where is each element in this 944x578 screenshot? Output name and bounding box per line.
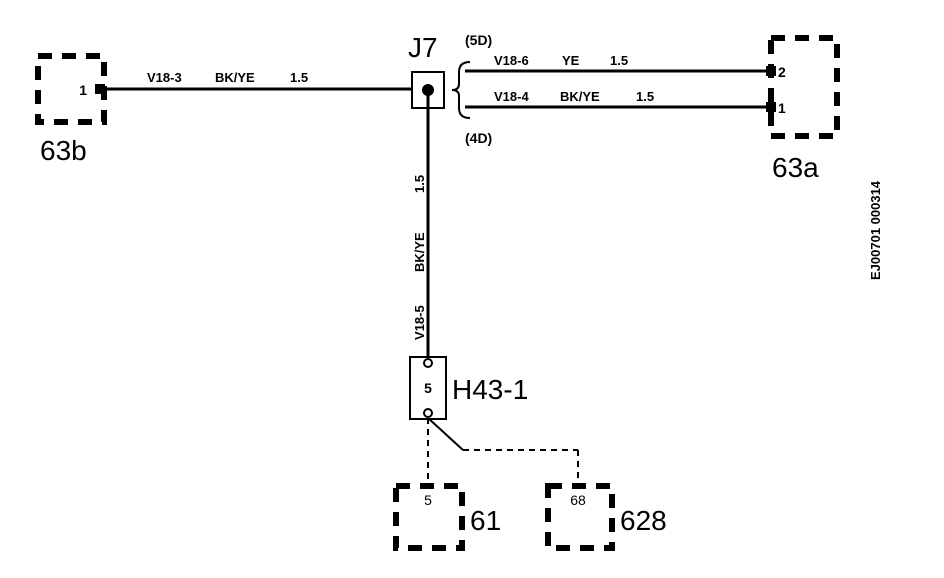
wire-v18-4-size: 1.5 — [636, 89, 654, 104]
connector-63a-terminal-2 — [766, 66, 776, 76]
splice-j7-brace — [451, 61, 471, 119]
connector-61-pin: 5 — [424, 492, 432, 508]
connector-63b-label: 63b — [40, 135, 87, 166]
connector-628-box — [545, 483, 615, 551]
connector-628-label: 628 — [620, 505, 667, 536]
wire-v18-3: V18-3 BK/YE 1.5 — [104, 70, 412, 91]
branch-diagonal — [427, 417, 464, 451]
wire-v18-5-id: V18-5 — [412, 305, 427, 340]
connector-63a-pin-2: 2 — [778, 64, 786, 80]
connector-h43-1-label: H43-1 — [452, 374, 528, 405]
wire-v18-6-size: 1.5 — [610, 53, 628, 68]
connector-63a: 2 1 63a — [766, 35, 840, 183]
wire-v18-3-id: V18-3 — [147, 70, 182, 85]
wire-v18-6-id: V18-6 — [494, 53, 529, 68]
splice-j7-note-5d: (5D) — [465, 32, 492, 48]
connector-63b-box — [35, 53, 107, 125]
splice-j7-note-4d: (4D) — [465, 130, 492, 146]
connector-h43-1-terminal-bottom — [423, 408, 433, 418]
connector-61-box — [393, 483, 465, 551]
wire-v18-4-color: BK/YE — [560, 89, 600, 104]
wire-v18-6: V18-6 YE 1.5 — [465, 53, 770, 73]
connector-63a-terminal-1 — [766, 102, 776, 112]
wire-v18-3-color: BK/YE — [215, 70, 255, 85]
connector-h43-1-terminal-top — [423, 358, 433, 368]
wire-v18-4-id: V18-4 — [494, 89, 529, 104]
wire-v18-3-size: 1.5 — [290, 70, 308, 85]
connector-63b-pin: 1 — [79, 82, 87, 98]
wire-v18-5-color: BK/YE — [412, 232, 427, 272]
connector-63a-label: 63a — [772, 152, 819, 183]
connector-h43-1: 5 H43-1 — [409, 356, 528, 420]
connector-628: 68 628 — [545, 483, 667, 551]
wire-v18-6-color: YE — [562, 53, 580, 68]
connector-63b-terminal — [95, 84, 105, 94]
connector-63a-pin-1: 1 — [778, 100, 786, 116]
connector-61: 5 61 — [393, 483, 501, 551]
branch-lines — [427, 417, 579, 488]
connector-63b: 1 63b — [35, 53, 107, 166]
splice-j7-label: J7 — [408, 32, 438, 63]
connector-h43-1-pin: 5 — [424, 380, 432, 396]
wire-v18-5-size: 1.5 — [412, 175, 427, 193]
connector-628-pin: 68 — [570, 492, 586, 508]
document-id: EJ00701 000314 — [868, 180, 883, 280]
wire-v18-4: V18-4 BK/YE 1.5 — [465, 89, 770, 109]
connector-61-label: 61 — [470, 505, 501, 536]
wire-v18-5: V18-5 BK/YE 1.5 — [412, 90, 430, 362]
splice-j7: J7 (5D) (4D) — [408, 32, 492, 146]
connector-63a-box — [768, 35, 840, 139]
